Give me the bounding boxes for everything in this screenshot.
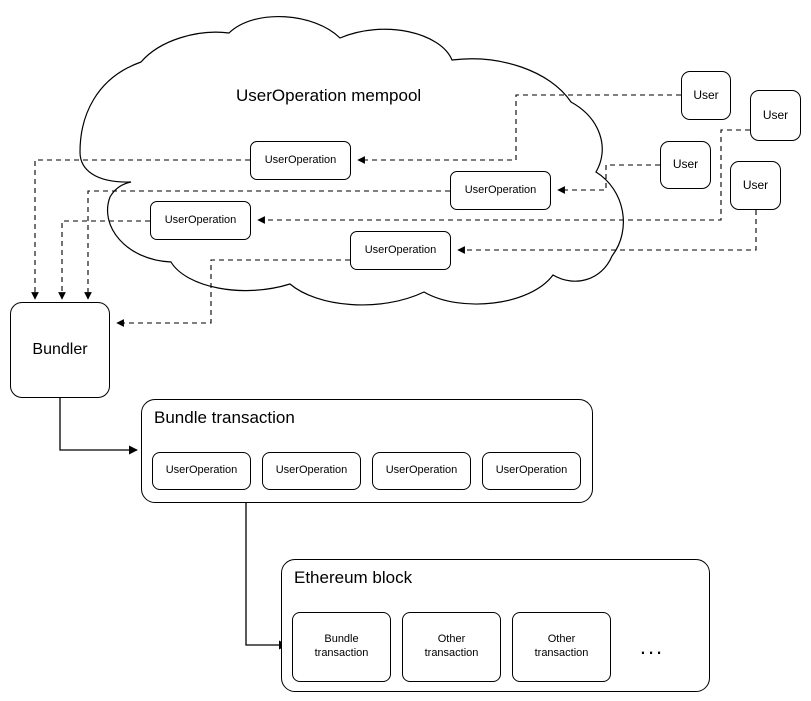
connector-bundle-transaction-to-block xyxy=(245,503,288,650)
user-node-2-label: User xyxy=(762,107,789,122)
block-transaction-bundle[interactable]: Bundle transaction xyxy=(292,612,391,682)
bundle-transaction-container[interactable]: Bundle transaction UserOperation UserOpe… xyxy=(141,399,593,503)
mempool-useroperation-4-label: UserOperation xyxy=(364,244,437,257)
mempool-title: UserOperation mempool xyxy=(236,86,422,105)
connector-bundler-to-bundle-transaction xyxy=(59,398,138,455)
bundle-transaction-useroperation-1[interactable]: UserOperation xyxy=(152,452,251,490)
connector-operation4-to-bundler xyxy=(116,259,350,327)
mempool-useroperation-2-label: UserOperation xyxy=(464,184,537,197)
bundle-transaction-useroperation-2-label: UserOperation xyxy=(275,464,348,477)
block-transaction-bundle-line1: Bundle xyxy=(324,633,359,646)
block-transaction-other-1-line1: Other xyxy=(437,633,466,646)
user-node-1-label: User xyxy=(693,87,719,102)
connector-operation3-to-bundler xyxy=(58,220,150,300)
block-transaction-other-2-line1: Other xyxy=(547,633,576,646)
bundler-node[interactable]: Bundler xyxy=(10,302,110,398)
connector-user4-to-operation4 xyxy=(457,210,757,254)
block-transaction-other-2[interactable]: Other transaction xyxy=(512,612,611,682)
bundler-node-label: Bundler xyxy=(32,340,88,358)
block-transaction-bundle-line2: transaction xyxy=(314,647,369,659)
connector-operation2-to-bundler xyxy=(84,190,450,300)
user-node-2[interactable]: User xyxy=(750,90,801,141)
bundle-transaction-useroperation-4-label: UserOperation xyxy=(495,464,568,477)
bundle-transaction-useroperation-3-label: UserOperation xyxy=(385,464,458,477)
mempool-useroperation-1[interactable]: UserOperation xyxy=(250,141,351,180)
block-more-transactions-ellipsis: ... xyxy=(639,634,665,659)
user-node-4[interactable]: User xyxy=(730,161,781,210)
mempool-useroperation-4[interactable]: UserOperation xyxy=(350,231,451,270)
bundle-transaction-useroperation-2[interactable]: UserOperation xyxy=(262,452,361,490)
mempool-useroperation-3[interactable]: UserOperation xyxy=(150,201,251,240)
block-transaction-other-2-line2: transaction xyxy=(534,647,589,659)
ethereum-block-container[interactable]: Ethereum block Bundle transaction Other … xyxy=(281,559,710,692)
mempool-useroperation-1-label: UserOperation xyxy=(264,154,337,167)
mempool-useroperation-2[interactable]: UserOperation xyxy=(450,171,551,210)
bundle-transaction-title: Bundle transaction xyxy=(154,408,295,427)
connector-user3-to-operation2 xyxy=(557,164,660,194)
connector-operation1-to-bundler xyxy=(31,159,250,300)
block-transaction-other-1-line2: transaction xyxy=(424,647,479,659)
mempool-useroperation-3-label: UserOperation xyxy=(164,214,237,227)
user-node-3-label: User xyxy=(672,157,699,172)
connector-user2-to-operation3 xyxy=(257,129,750,224)
bundle-transaction-useroperation-1-label: UserOperation xyxy=(165,464,238,477)
bundle-transaction-useroperation-4[interactable]: UserOperation xyxy=(482,452,581,490)
mempool-cloud-shape xyxy=(79,16,624,306)
bundle-transaction-useroperation-3[interactable]: UserOperation xyxy=(372,452,471,490)
user-node-1[interactable]: User xyxy=(681,71,731,120)
ethereum-block-title: Ethereum block xyxy=(294,568,413,587)
block-transaction-other-1[interactable]: Other transaction xyxy=(402,612,501,682)
connector-user1-to-operation1 xyxy=(357,94,681,164)
user-node-3[interactable]: User xyxy=(660,141,711,189)
user-node-4-label: User xyxy=(742,177,769,192)
